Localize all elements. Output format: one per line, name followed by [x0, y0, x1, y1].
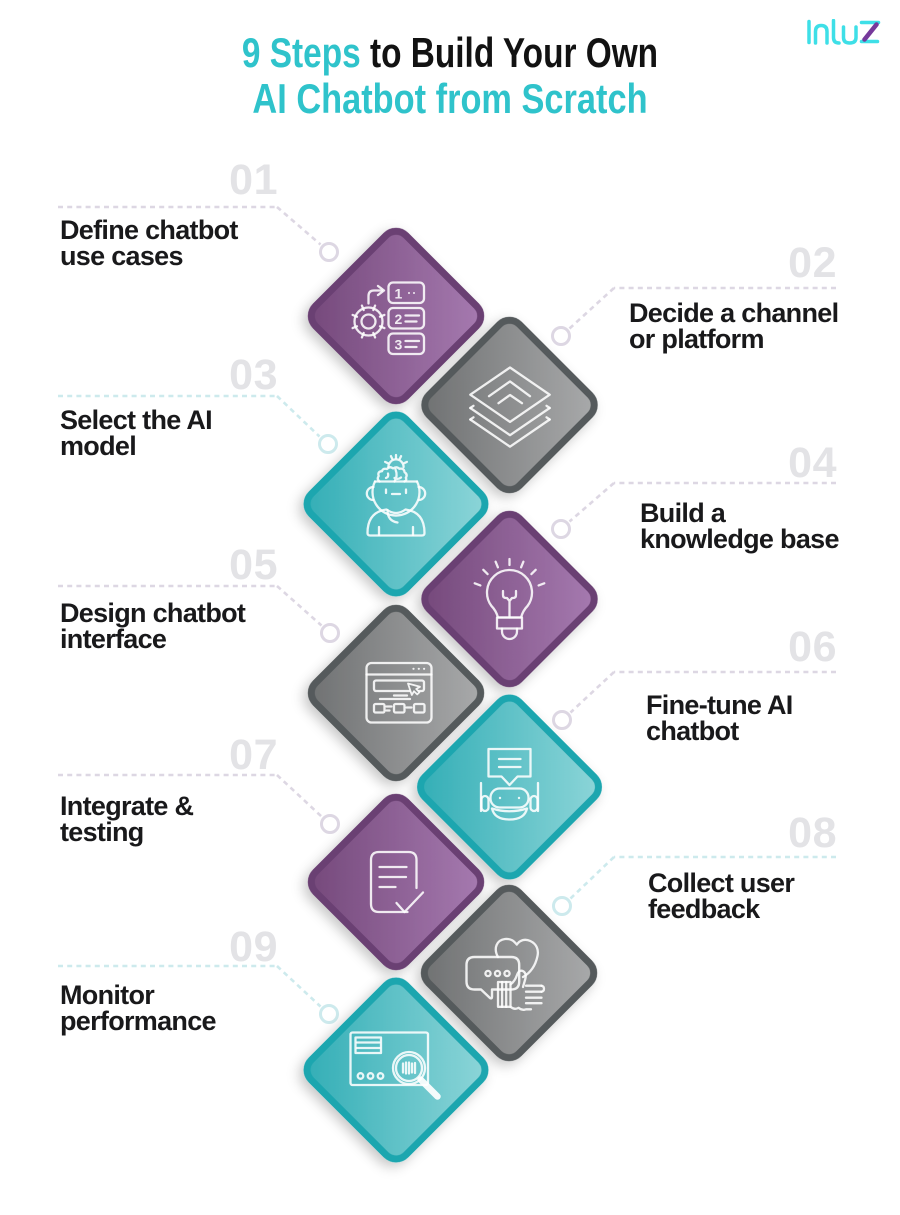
- svg-text:3: 3: [395, 337, 403, 353]
- svg-text:1: 1: [395, 286, 403, 302]
- svg-text:2: 2: [395, 311, 403, 327]
